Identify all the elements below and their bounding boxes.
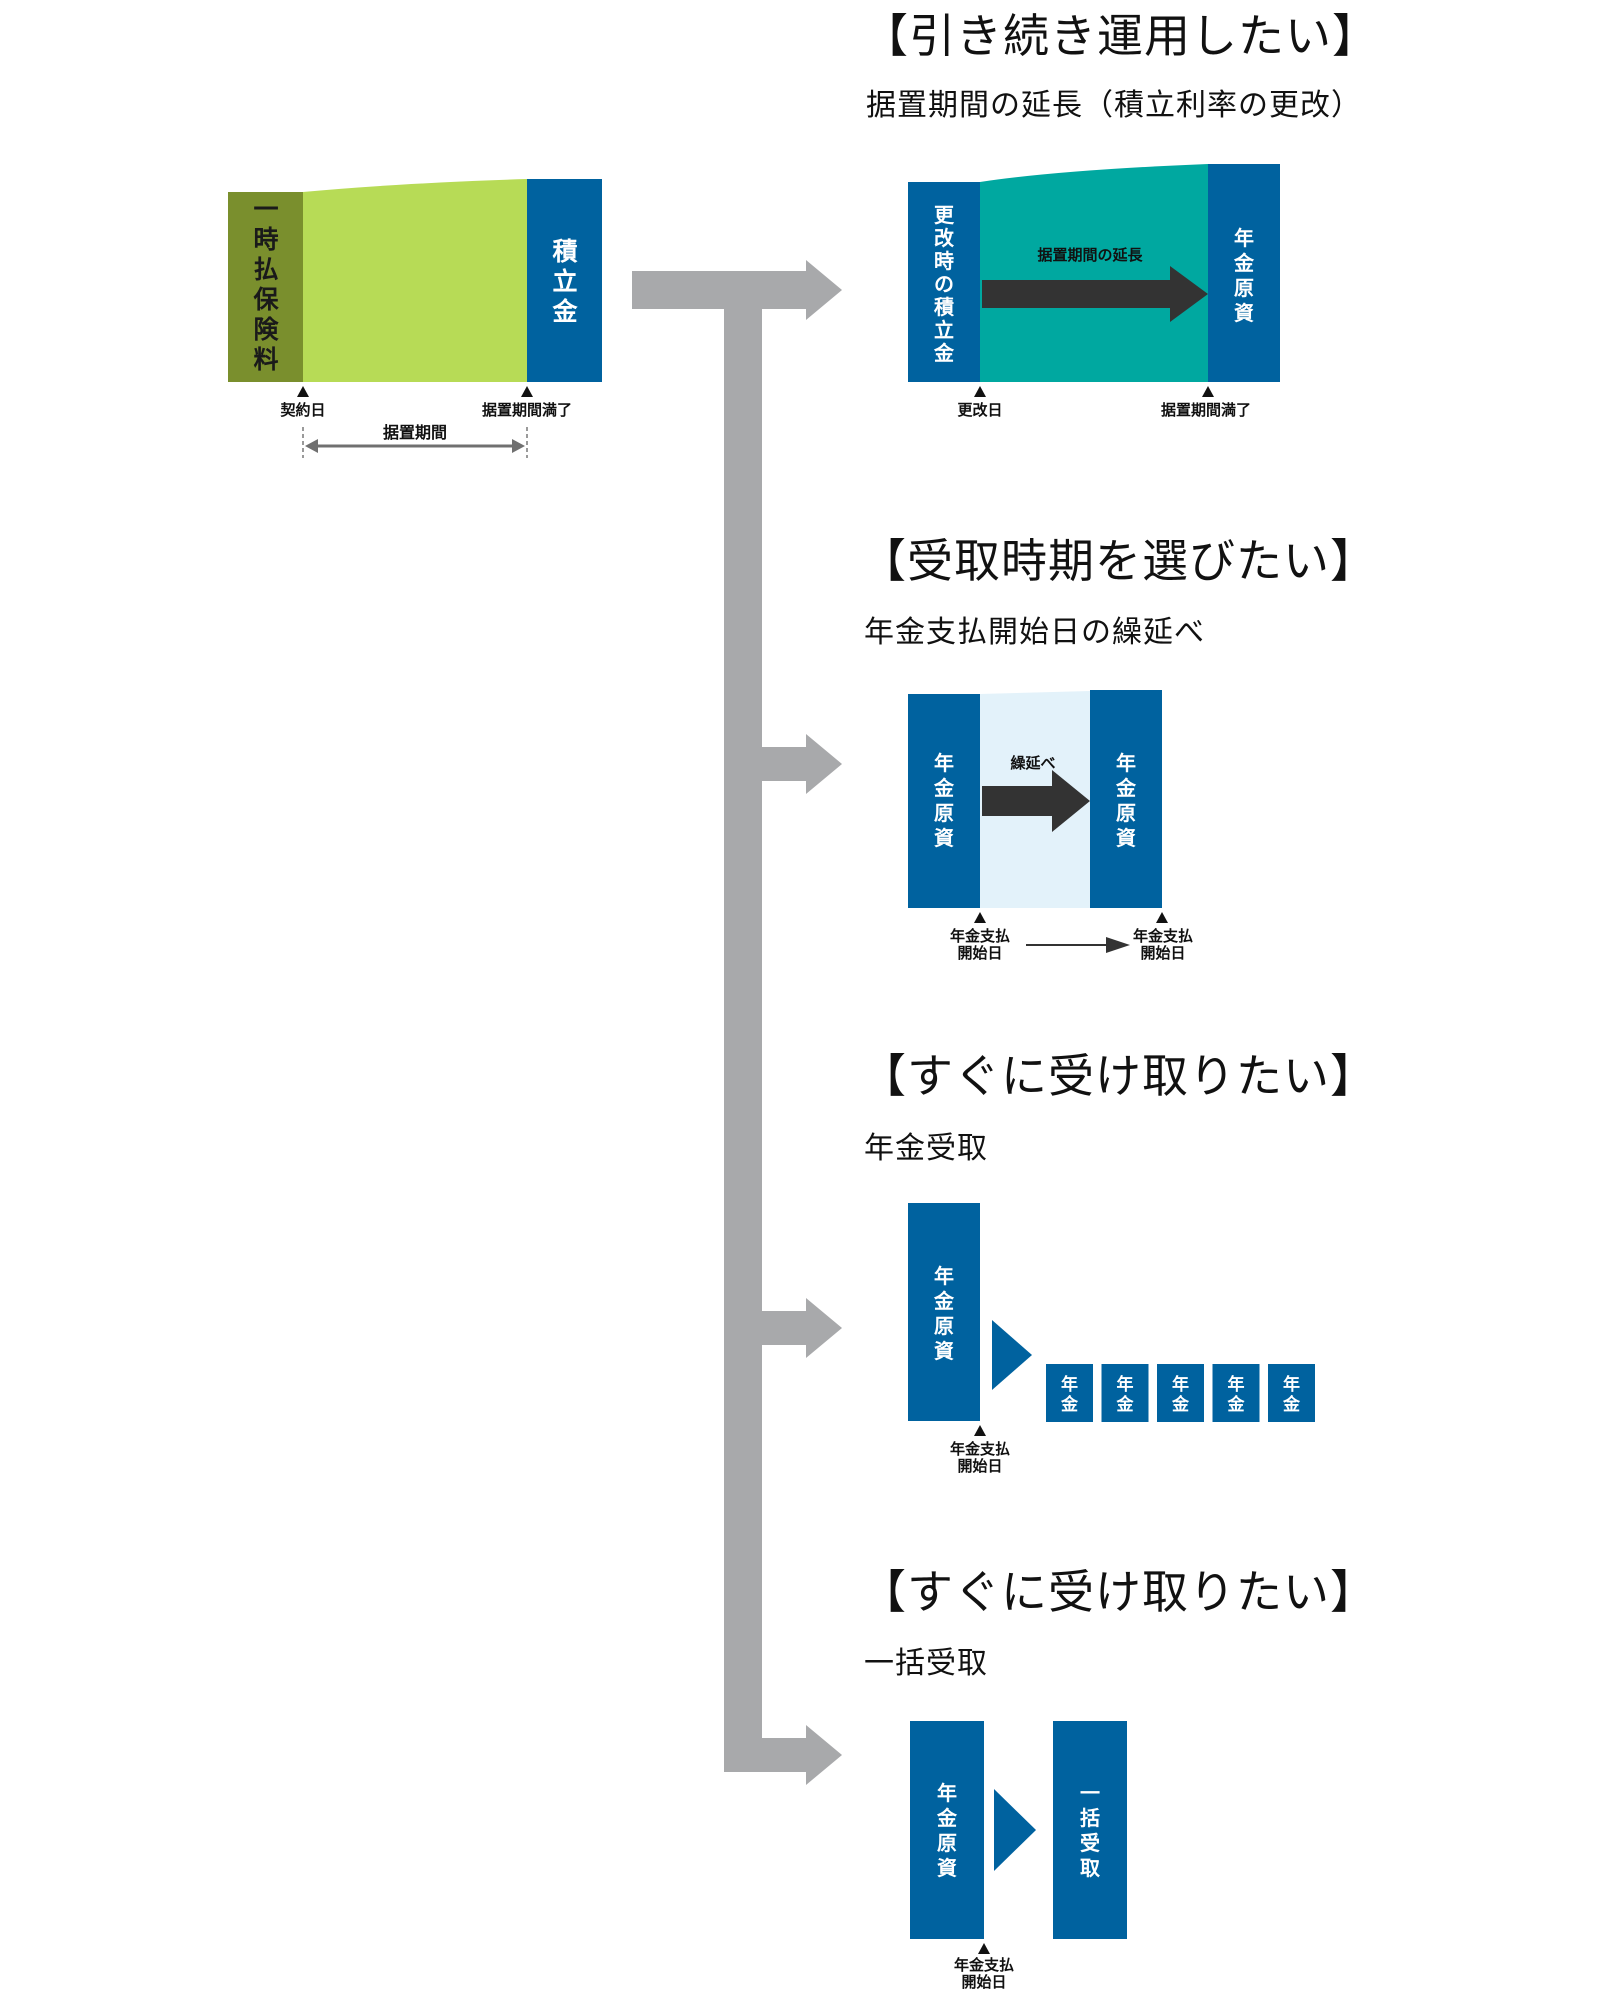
section1-right-bar xyxy=(1208,164,1280,382)
section3-title: 【すぐに受け取りたい】 xyxy=(860,1049,1377,1103)
contract-date-marker xyxy=(297,386,309,397)
deferment-end-marker xyxy=(521,386,533,397)
section1-diagram: 更改時の積立金 年金原資 据置期間の延長 更改日 据置期間満了 xyxy=(908,164,1280,419)
deferment-end-label: 据置期間満了 xyxy=(482,401,572,419)
contract-date-label: 契約日 xyxy=(279,401,325,419)
section2-left-bar xyxy=(908,694,980,908)
section1-arrow-label: 据置期間の延長 xyxy=(1037,246,1143,264)
section1-teal-area xyxy=(980,164,1208,382)
section4-title: 【すぐに受け取りたい】 xyxy=(860,1565,1377,1619)
annuity-box-bg xyxy=(1268,1364,1315,1422)
section4-pointer xyxy=(994,1789,1036,1871)
section2-left-date-line1: 年金支払 xyxy=(950,927,1010,945)
branch-arrow-head-2 xyxy=(806,734,842,794)
annuity-box: 年金 xyxy=(1101,1364,1149,1422)
section2-left-date-marker xyxy=(974,912,986,923)
branch-horizontal-3 xyxy=(755,1311,812,1345)
section2-left-date-line2: 開始日 xyxy=(957,944,1002,962)
section3-left-label: 年金原資 xyxy=(933,1264,955,1363)
initial-block: 一時払保険料 積立金 契約日 据置期間満了 据置期間 xyxy=(228,179,602,458)
annuity-box-bg xyxy=(1212,1364,1260,1422)
annuity-box: 年金 xyxy=(1046,1364,1093,1422)
annuity-label: 年金 xyxy=(1282,1374,1301,1415)
branch-arrow-head-4 xyxy=(806,1725,842,1785)
section2-date-arrow-head xyxy=(1106,937,1130,953)
annuity-box: 年金 xyxy=(1157,1364,1204,1422)
branch-arrow-head-1 xyxy=(806,260,842,320)
section4-subtitle: 一括受取 xyxy=(864,1646,988,1681)
premium-bar xyxy=(228,192,303,382)
section4-date-marker xyxy=(978,1943,990,1954)
annuity-label: 年金 xyxy=(1227,1374,1246,1415)
section2-dark-arrow xyxy=(982,770,1090,832)
section3-subtitle: 年金受取 xyxy=(864,1131,988,1166)
branch-horizontal-4 xyxy=(724,1738,812,1772)
section4-left-bar xyxy=(910,1721,984,1939)
section1-left-bar xyxy=(908,182,980,382)
section1-right-date: 据置期間満了 xyxy=(1161,401,1251,419)
section1-title: 【引き続き運用したい】 xyxy=(862,9,1379,63)
section4-date-line1: 年金支払 xyxy=(954,1956,1014,1974)
section4-right-bar xyxy=(1053,1721,1127,1939)
section2-right-bar xyxy=(1090,690,1162,908)
premium-label: 一時払保険料 xyxy=(252,195,279,374)
reserve-label: 積立金 xyxy=(551,237,578,326)
section2-title: 【受取時期を選びたい】 xyxy=(860,534,1377,588)
period-arrow-head-right xyxy=(512,439,525,453)
period-arrow-head-left xyxy=(305,439,318,453)
section2-right-label: 年金原資 xyxy=(1115,751,1137,850)
section2-right-date-marker xyxy=(1156,912,1168,923)
section1-subtitle: 据置期間の延長（積立利率の更改） xyxy=(866,88,1362,123)
annuity-label: 年金 xyxy=(1116,1374,1135,1415)
section2-right-date-line1: 年金支払 xyxy=(1133,927,1193,945)
section3-left-bar xyxy=(908,1203,980,1421)
section1-right-date-marker xyxy=(1202,386,1214,397)
section3-pointer xyxy=(992,1320,1032,1390)
annuity-box: 年金 xyxy=(1212,1364,1260,1422)
branch-horizontal-2 xyxy=(755,747,812,781)
section3-date-marker xyxy=(974,1425,986,1436)
branch-vertical xyxy=(724,290,762,1772)
annuity-label: 年金 xyxy=(1171,1374,1190,1415)
section3-date-line1: 年金支払 xyxy=(950,1440,1010,1458)
section4-date-line2: 開始日 xyxy=(961,1973,1006,1991)
section2-arrow-label: 繰延べ xyxy=(1010,754,1055,772)
annuity-box-bg xyxy=(1157,1364,1204,1422)
section1-left-label: 更改時の積立金 xyxy=(933,203,955,365)
section1-left-date: 更改日 xyxy=(957,401,1002,419)
section1-left-date-marker xyxy=(974,386,986,397)
section2-left-label: 年金原資 xyxy=(933,751,955,850)
branch-horizontal-top xyxy=(632,271,812,309)
section1-right-label: 年金原資 xyxy=(1233,226,1255,325)
section2-right-date-line2: 開始日 xyxy=(1140,944,1185,962)
section1-dark-arrow xyxy=(982,266,1208,322)
annuity-label: 年金 xyxy=(1060,1374,1079,1415)
section3-date-line2: 開始日 xyxy=(957,1457,1002,1475)
annuity-box: 年金 xyxy=(1268,1364,1315,1422)
branch-arrows xyxy=(632,260,842,1785)
branch-arrow-head-3 xyxy=(806,1298,842,1358)
accumulation-area xyxy=(303,179,527,382)
section2-subtitle: 年金支払開始日の繰延べ xyxy=(864,615,1205,650)
section4-diagram: 年金原資 一括受取 年金支払 開始日 xyxy=(910,1721,1127,1991)
annuity-box-bg xyxy=(1101,1364,1149,1422)
annuity-box-bg xyxy=(1046,1364,1093,1422)
section4-right-label: 一括受取 xyxy=(1080,1781,1100,1880)
section4-left-label: 年金原資 xyxy=(936,1781,958,1880)
section2-diagram: 年金原資 年金原資 繰延べ 年金支払 開始日 年金支払 開始日 xyxy=(908,690,1193,962)
reserve-bar xyxy=(527,179,602,382)
deferment-period-label: 据置期間 xyxy=(383,423,447,442)
